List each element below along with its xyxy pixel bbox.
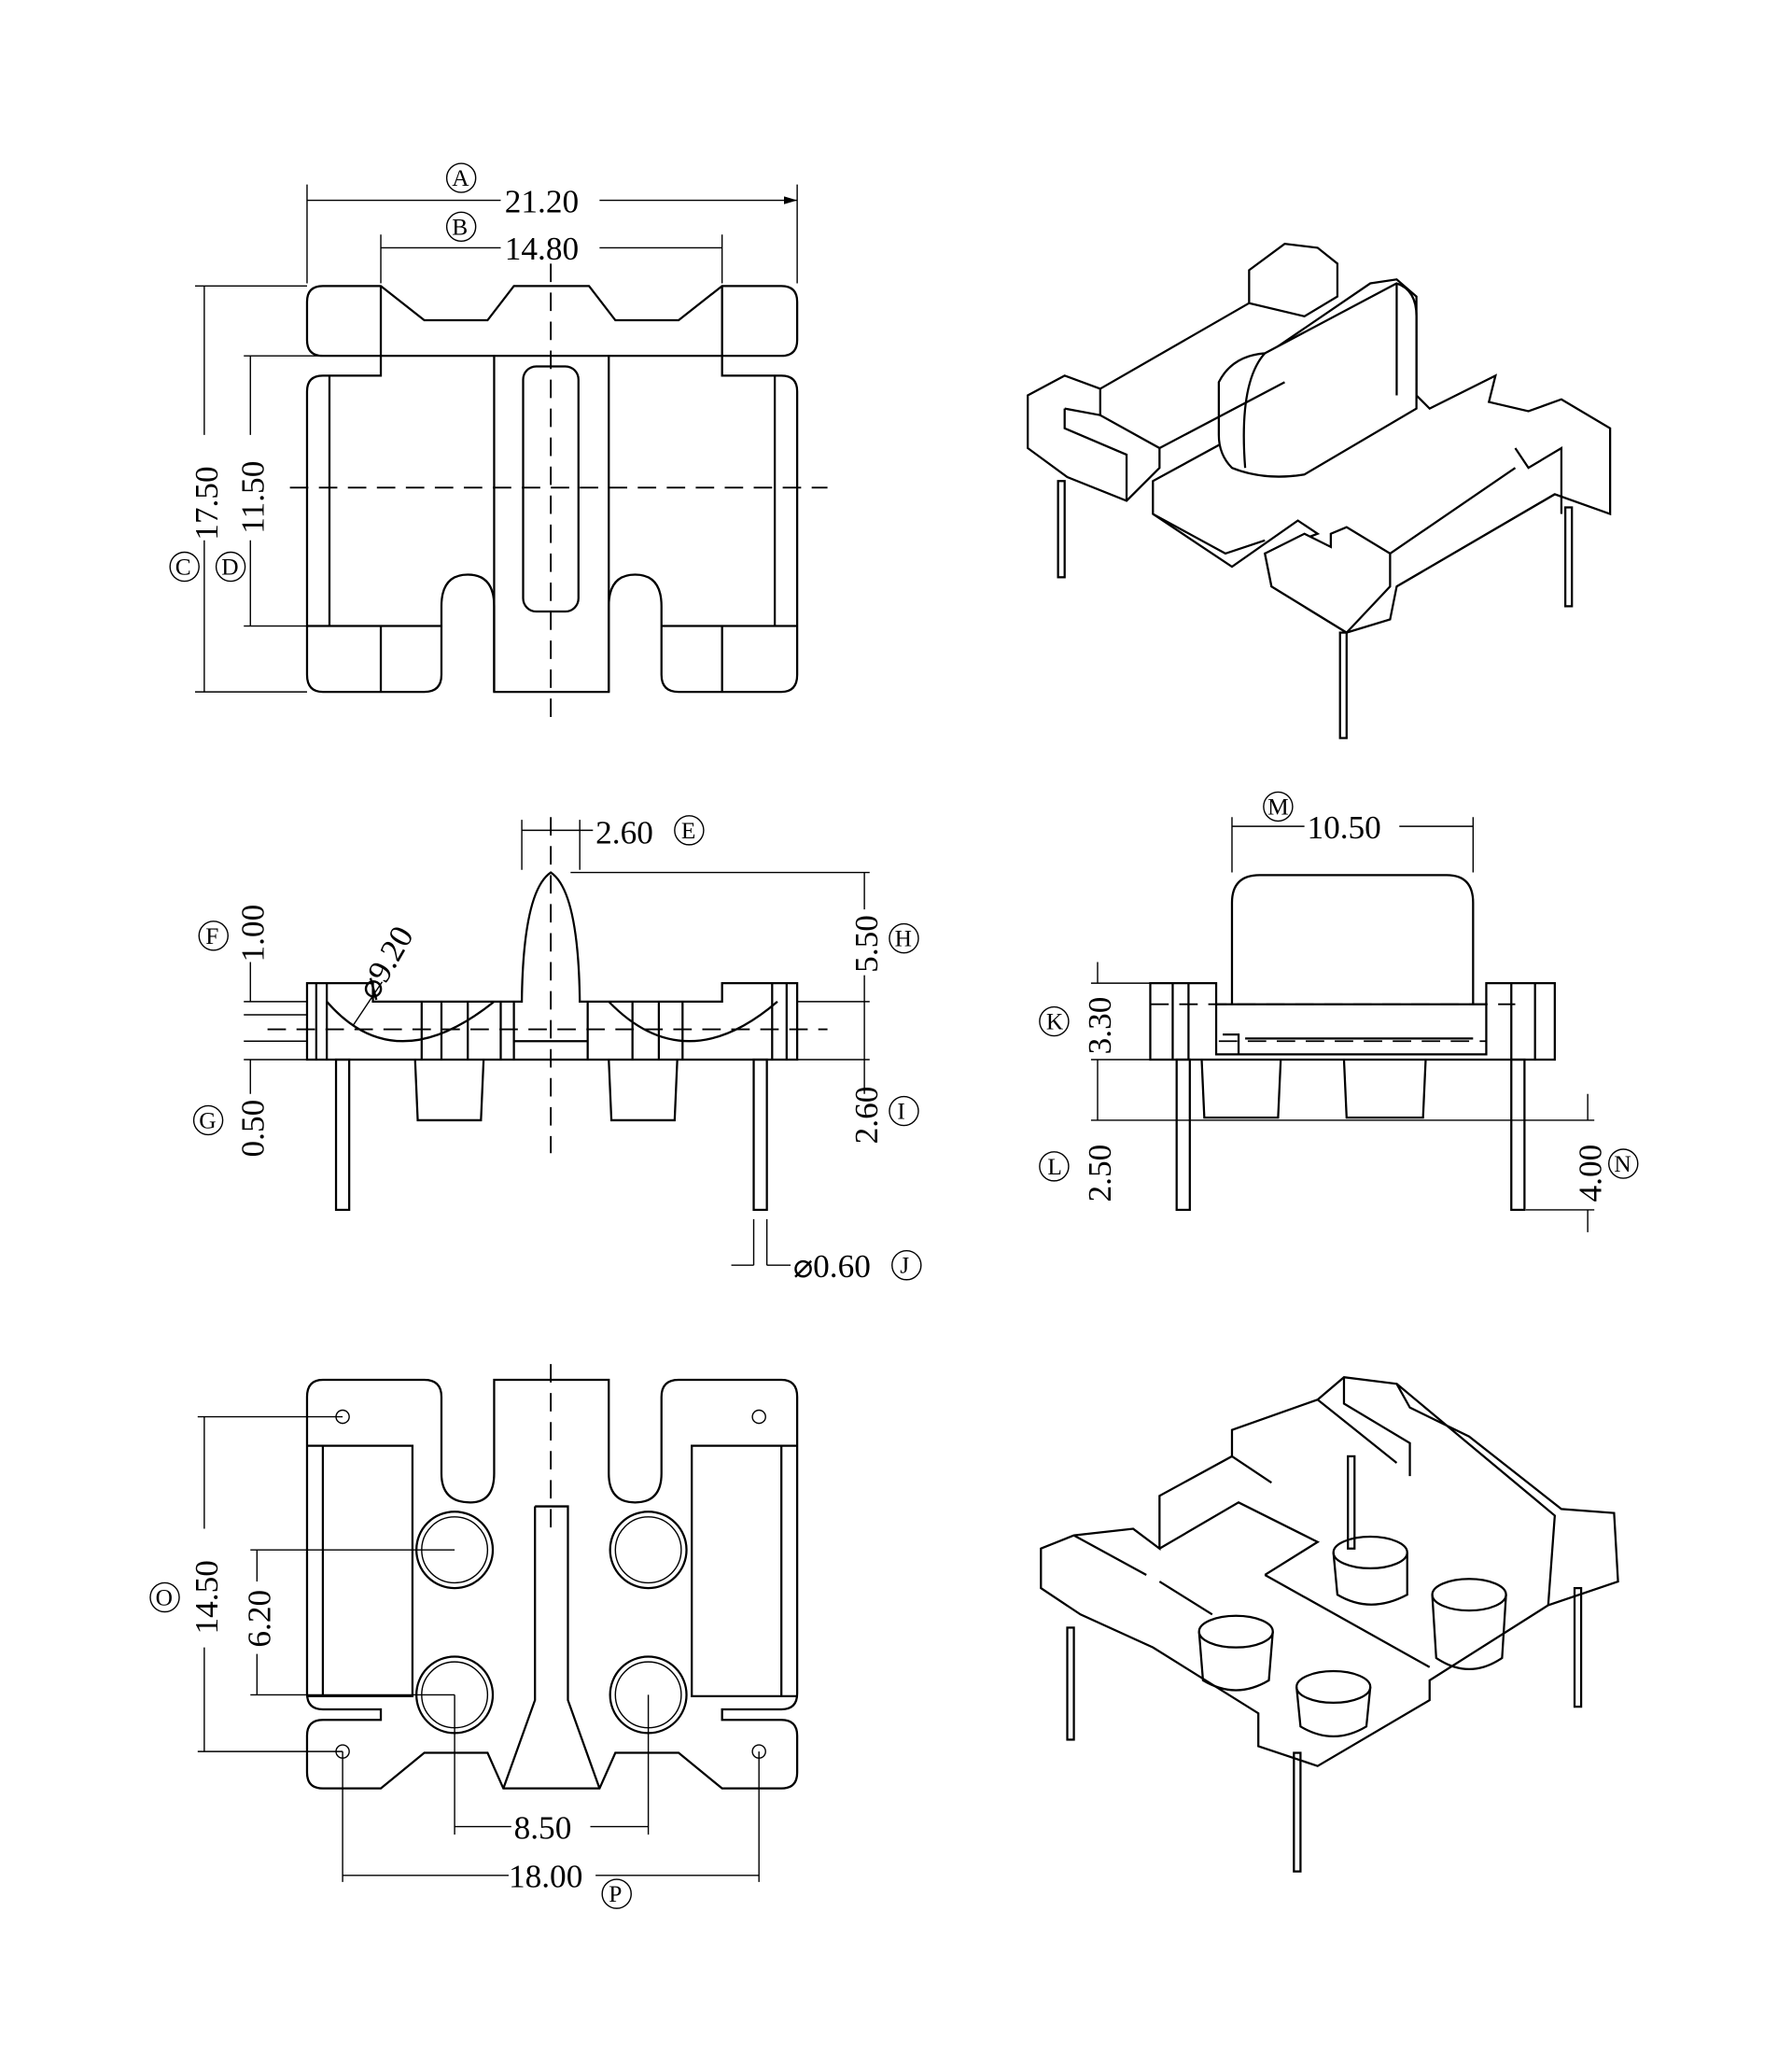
dim-O-value: 14.50 xyxy=(189,1560,225,1634)
dim-K-label: K xyxy=(1046,1009,1064,1035)
dim-G-value: 0.50 xyxy=(234,1100,271,1158)
dim-B-label: B xyxy=(452,214,468,240)
dim-P-value: 18.00 xyxy=(509,1859,582,1895)
dim-G-label: G xyxy=(199,1107,216,1133)
isometric-view-top xyxy=(1027,242,1612,739)
dim-E-value: 2.60 xyxy=(595,814,653,850)
top-view: 21.20 A 14.80 B 17.50 11.50 C D xyxy=(169,162,828,723)
dim-J-label: J xyxy=(900,1253,909,1279)
side-view: 10.50 M 3.30 K 2.50 L 4.00 N xyxy=(1039,791,1639,1232)
dim-H-value: 5.50 xyxy=(848,915,885,973)
dim-A-value: 21.20 xyxy=(505,183,579,219)
dim-A-label: A xyxy=(452,165,469,191)
dim-N-label: N xyxy=(1614,1151,1631,1177)
dim-J-value: ⌀0.60 xyxy=(793,1248,871,1285)
dim-N-value: 4.00 xyxy=(1572,1145,1608,1202)
dim-M-label: M xyxy=(1267,794,1289,820)
dim-P-label: P xyxy=(609,1881,622,1907)
dim-L-label: L xyxy=(1047,1154,1062,1180)
bottom-view: 14.50 O 6.20 8.50 18.00 P xyxy=(149,1364,799,1909)
dim-E-label: E xyxy=(681,818,696,844)
dim-K-value: 3.30 xyxy=(1082,997,1118,1055)
dim-L-value: 2.50 xyxy=(1082,1145,1118,1202)
dim-I-value: 2.60 xyxy=(848,1087,885,1145)
radius-label: ⌀9.20 xyxy=(351,921,421,1005)
dim-I-label: I xyxy=(897,1099,904,1125)
dim-B-value: 14.80 xyxy=(505,231,579,267)
dim-F-value: 1.00 xyxy=(234,905,271,963)
isometric-view-bottom xyxy=(1040,1376,1619,1873)
dim-H-label: H xyxy=(895,926,912,952)
front-view: 2.60 E 1.00 F 0.50 G 5.50 H 2.60 I ⌀0.60… xyxy=(192,814,922,1285)
dim-8-50-value: 8.50 xyxy=(514,1809,572,1846)
dim-F-label: F xyxy=(205,923,218,949)
dim-D-label: D xyxy=(221,554,238,580)
dim-6-20-value: 6.20 xyxy=(241,1590,277,1648)
dim-M-value: 10.50 xyxy=(1307,809,1380,846)
dim-C-value: 17.50 xyxy=(189,466,225,540)
dim-C-label: C xyxy=(175,554,191,580)
dim-O-label: O xyxy=(156,1584,173,1610)
dim-D-value: 11.50 xyxy=(234,461,271,534)
